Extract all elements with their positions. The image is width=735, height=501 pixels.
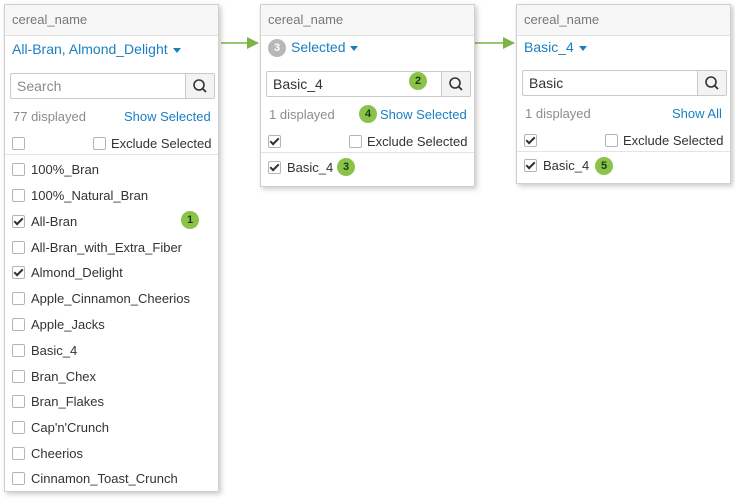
item-label: Apple_Cinnamon_Cheerios [31, 291, 190, 306]
step-callout-2: 2 [409, 72, 427, 90]
exclude-selected-label: Exclude Selected [623, 133, 724, 148]
exclude-selected-label: Exclude Selected [111, 136, 212, 151]
displayed-count: 77 displayed [13, 109, 86, 124]
selected-count-badge: 3 [268, 39, 286, 58]
item-checkbox[interactable] [12, 318, 25, 331]
item-label: Bran_Flakes [31, 394, 104, 409]
show-selected-link[interactable]: Show Selected [380, 107, 467, 122]
item-checkbox[interactable] [12, 292, 25, 305]
selection-label: Basic_4 [524, 39, 574, 55]
filter-panel-3: cereal_name Basic_4 1 displayed Show All… [516, 4, 731, 184]
item-label: Bran_Chex [31, 369, 97, 384]
search-input[interactable] [523, 71, 700, 95]
step-callout-3: 3 [337, 158, 355, 176]
divider [5, 154, 218, 155]
step-callout-1: 1 [181, 211, 199, 229]
filter-panel-2: cereal_name 3 Selected 1 displayed Show S… [260, 4, 475, 187]
item-checkbox[interactable] [12, 472, 25, 485]
selection-dropdown[interactable]: All-Bran, Almond_Delight [12, 41, 181, 57]
item-label: Basic_4 [31, 343, 78, 358]
search-icon [705, 76, 719, 90]
filter-panel-1: cereal_name All-Bran, Almond_Delight 77 … [4, 4, 219, 492]
item-checkbox[interactable] [12, 421, 25, 434]
item-checkbox[interactable] [524, 159, 537, 172]
search-icon [193, 79, 207, 93]
search-button[interactable] [441, 72, 470, 96]
item-checkbox[interactable] [12, 266, 25, 279]
displayed-count: 1 displayed [269, 107, 335, 122]
selection-dropdown[interactable]: Basic_4 [524, 39, 587, 55]
filter-title: cereal_name [268, 12, 344, 27]
selection-dropdown[interactable]: 3 Selected [268, 39, 359, 58]
show-all-link[interactable]: Show All [672, 106, 722, 121]
select-all-checkbox[interactable] [268, 135, 281, 148]
search-input[interactable] [11, 74, 188, 98]
item-checkbox[interactable] [12, 344, 25, 357]
item-checkbox[interactable] [12, 189, 25, 202]
item-label: All-Bran_with_Extra_Fiber [31, 240, 183, 255]
search-box [522, 70, 727, 96]
exclude-selected-label: Exclude Selected [367, 134, 468, 149]
item-label: All-Bran [31, 214, 78, 229]
item-checkbox[interactable] [12, 447, 25, 460]
caret-down-icon [172, 47, 181, 53]
select-all-checkbox[interactable] [12, 137, 25, 150]
caret-down-icon [350, 45, 359, 51]
item-checkbox[interactable] [268, 161, 281, 174]
caret-down-icon [578, 45, 587, 51]
filter-header: cereal_name [5, 5, 218, 36]
item-checkbox[interactable] [12, 215, 25, 228]
search-button[interactable] [185, 74, 214, 98]
item-label: 100%_Bran [31, 162, 99, 177]
selection-label: Selected [291, 39, 346, 55]
item-checkbox[interactable] [12, 395, 25, 408]
filter-header: cereal_name [517, 5, 730, 36]
step-callout-5: 5 [595, 157, 613, 175]
search-icon [449, 77, 463, 91]
item-label: Almond_Delight [31, 265, 123, 280]
exclude-selected-checkbox[interactable] [93, 137, 106, 150]
divider [517, 151, 730, 152]
item-label: Apple_Jacks [31, 317, 105, 332]
item-checkbox[interactable] [12, 370, 25, 383]
item-label: Basic_4 [287, 160, 334, 175]
exclude-selected-checkbox[interactable] [349, 135, 362, 148]
item-label: Cap'n'Crunch [31, 420, 109, 435]
selection-label: All-Bran, Almond_Delight [12, 41, 168, 57]
displayed-count: 1 displayed [525, 106, 591, 121]
filter-title: cereal_name [524, 12, 600, 27]
filter-header: cereal_name [261, 5, 474, 36]
item-label: Basic_4 [543, 158, 590, 173]
exclude-selected-checkbox[interactable] [605, 134, 618, 147]
item-checkbox[interactable] [12, 163, 25, 176]
search-box [10, 73, 215, 99]
filter-title: cereal_name [12, 12, 88, 27]
select-all-checkbox[interactable] [524, 134, 537, 147]
item-label: Cheerios [31, 446, 84, 461]
show-selected-link[interactable]: Show Selected [124, 109, 211, 124]
item-label: Cinnamon_Toast_Crunch [31, 471, 178, 486]
divider [261, 152, 474, 153]
step-callout-4: 4 [359, 105, 377, 123]
item-label: 100%_Natural_Bran [31, 188, 149, 203]
item-checkbox[interactable] [12, 241, 25, 254]
search-box [266, 71, 471, 97]
search-button[interactable] [697, 71, 726, 95]
